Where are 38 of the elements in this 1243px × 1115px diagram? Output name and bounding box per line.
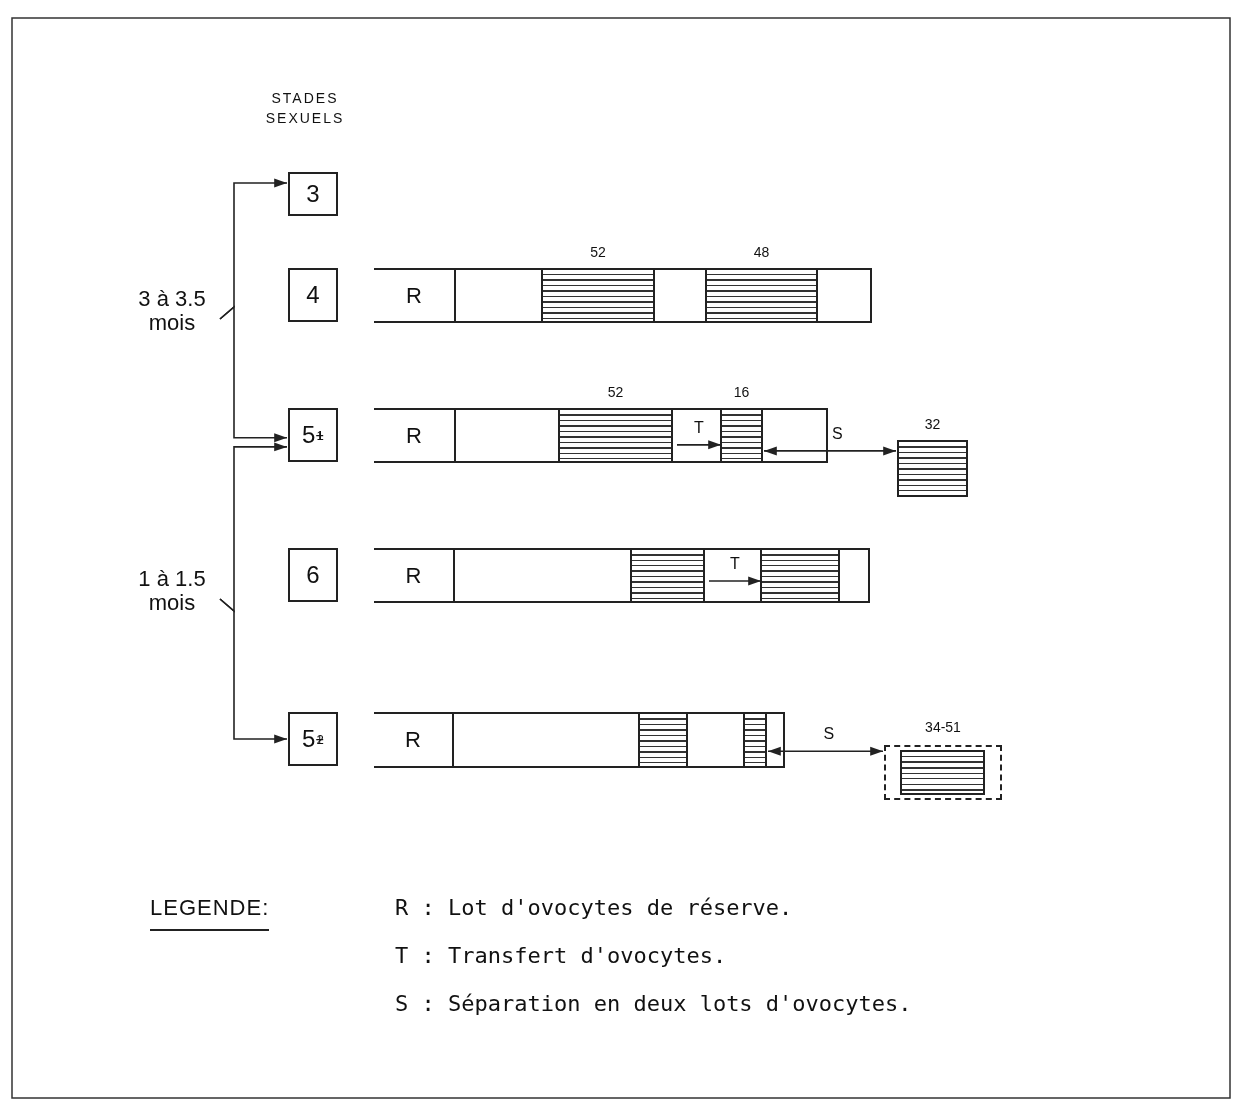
- edge-label: S: [831, 424, 844, 443]
- edge-label: S: [822, 725, 836, 744]
- count-label: 32: [923, 416, 942, 432]
- oocyte-bar: [374, 548, 870, 603]
- arrow: [219, 178, 288, 320]
- reserve-segment: R: [374, 550, 455, 601]
- arrow: [676, 440, 722, 450]
- hatched-segment: [745, 714, 767, 766]
- reserve-segment: R: [374, 410, 456, 461]
- stage-box: 6: [288, 548, 338, 602]
- edge-label: T: [729, 555, 741, 573]
- arrow: [763, 446, 897, 456]
- heading: STADES SEXUELS: [264, 89, 346, 128]
- arrow: [767, 746, 884, 756]
- count-label: 52: [589, 244, 607, 260]
- edge-label: T: [693, 418, 705, 437]
- arrow: [219, 598, 288, 744]
- hatched-segment: [632, 550, 705, 601]
- count-label: 16: [732, 384, 751, 400]
- duration-label: 3 à 3.5 mois: [132, 285, 212, 337]
- hatched-segment: [640, 714, 688, 766]
- legend-entry: S : Séparation en deux lots d'ovocytes.: [395, 991, 912, 1016]
- arrow: [219, 305, 288, 443]
- hatched-segment: [900, 750, 985, 795]
- count-label: 48: [752, 244, 771, 260]
- stage-box: 4: [288, 268, 338, 322]
- arrow: [708, 576, 762, 586]
- count-label: 52: [606, 384, 625, 400]
- oocyte-bar: [374, 712, 785, 768]
- hatched-segment: [762, 550, 840, 601]
- legend-entry: R : Lot d'ovocytes de réserve.: [395, 895, 793, 920]
- count-label: 34-51: [924, 719, 962, 735]
- stage-box: 3: [288, 172, 338, 216]
- legend-heading: LEGENDE:: [150, 895, 270, 931]
- reserve-segment: R: [374, 270, 456, 321]
- duration-label: 1 à 1.5 mois: [132, 565, 212, 617]
- reserve-segment: R: [374, 714, 454, 766]
- legend-entry: T : Transfert d'ovocytes.: [395, 943, 727, 968]
